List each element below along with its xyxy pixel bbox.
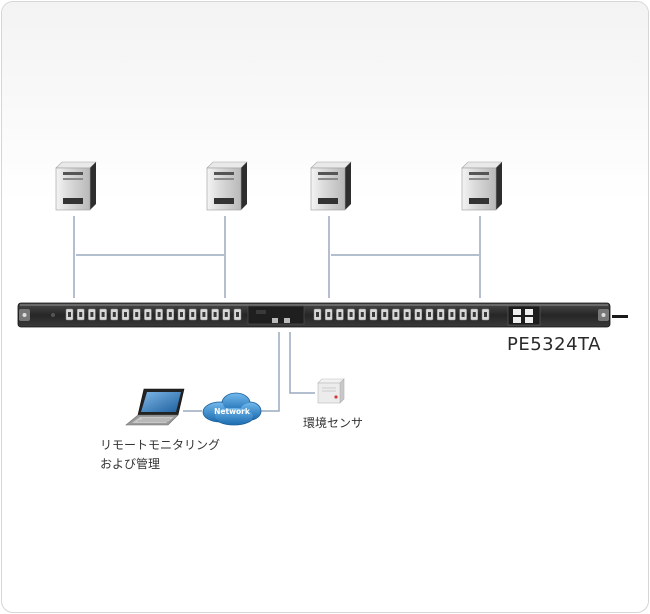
outlet-slot: [112, 312, 116, 317]
server-tower-icon: [206, 161, 248, 211]
outlet-slot: [416, 312, 420, 317]
network-label: Network: [214, 407, 251, 416]
pdu-breaker-panel: [507, 305, 541, 326]
outlet-slot: [124, 312, 127, 317]
outlet-slot: [372, 312, 375, 317]
network-cloud-icon: Network: [202, 392, 262, 426]
network-cable: [258, 332, 280, 412]
server-power-lines: [73, 216, 481, 298]
outlet-slot: [168, 312, 172, 317]
outlet-slot: [224, 312, 228, 317]
pdu-display: [256, 310, 266, 314]
outlet-slot: [450, 312, 454, 317]
pdu-power-cord: [612, 315, 628, 318]
outlet-slot: [101, 312, 105, 317]
network-and-sensor-lines: [183, 332, 315, 412]
environment-sensor-label: 環境センサ: [303, 416, 364, 430]
outlet-slot: [360, 312, 364, 317]
server-tower-icon: [461, 161, 503, 211]
outlet-slot: [349, 312, 353, 317]
environment-sensor-icon: [317, 378, 345, 404]
outlet-slot: [338, 312, 342, 317]
outlet-slot: [146, 312, 150, 317]
laptop-icon: [125, 388, 185, 426]
pdu-screw-right: [601, 313, 606, 317]
outlet-slot: [472, 312, 476, 317]
outlet-slot: [383, 312, 387, 317]
pdu-screw-left: [22, 313, 27, 317]
pdu-breaker-2: [525, 309, 533, 315]
pdu-breaker-4: [525, 317, 533, 323]
outlet-slot: [236, 312, 239, 317]
outlet-slot: [405, 312, 409, 317]
outlet-bank-right: [313, 308, 490, 321]
sensor-cable: [289, 332, 315, 394]
remote-monitoring-label: リモートモニタリング: [100, 438, 221, 452]
management-label: および管理: [100, 457, 161, 471]
outlet-slot: [135, 312, 139, 317]
server-tower-icon: [310, 161, 352, 211]
outlet-slot: [180, 312, 183, 317]
pdu-indicator: [51, 313, 55, 317]
outlet-slot: [79, 312, 83, 317]
pdu-sensor-port: [284, 318, 290, 323]
outlet-slot: [327, 312, 331, 317]
outlet-slot: [484, 312, 487, 317]
pdu-breaker-3: [513, 317, 521, 323]
outlet-slot: [394, 312, 398, 317]
outlet-slot: [202, 312, 206, 317]
outlet-slot: [191, 312, 195, 317]
outlet-bank-left: [65, 308, 242, 321]
server-tower-icon: [55, 161, 97, 211]
outlet-slot: [157, 312, 161, 317]
outlet-slot: [90, 312, 94, 317]
model-label: PE5324TA: [507, 334, 601, 355]
outlet-slot: [316, 312, 319, 317]
pdu-breaker-1: [513, 309, 521, 315]
outlet-slot: [428, 312, 431, 317]
pdu-rack-icon: [17, 302, 628, 328]
pdu-lan-port: [272, 318, 278, 323]
outlet-slot: [68, 312, 71, 317]
outlet-slot: [461, 312, 465, 317]
outlet-slot: [439, 312, 443, 317]
pdu-top-highlight: [20, 304, 608, 306]
outlet-slot: [213, 312, 217, 317]
